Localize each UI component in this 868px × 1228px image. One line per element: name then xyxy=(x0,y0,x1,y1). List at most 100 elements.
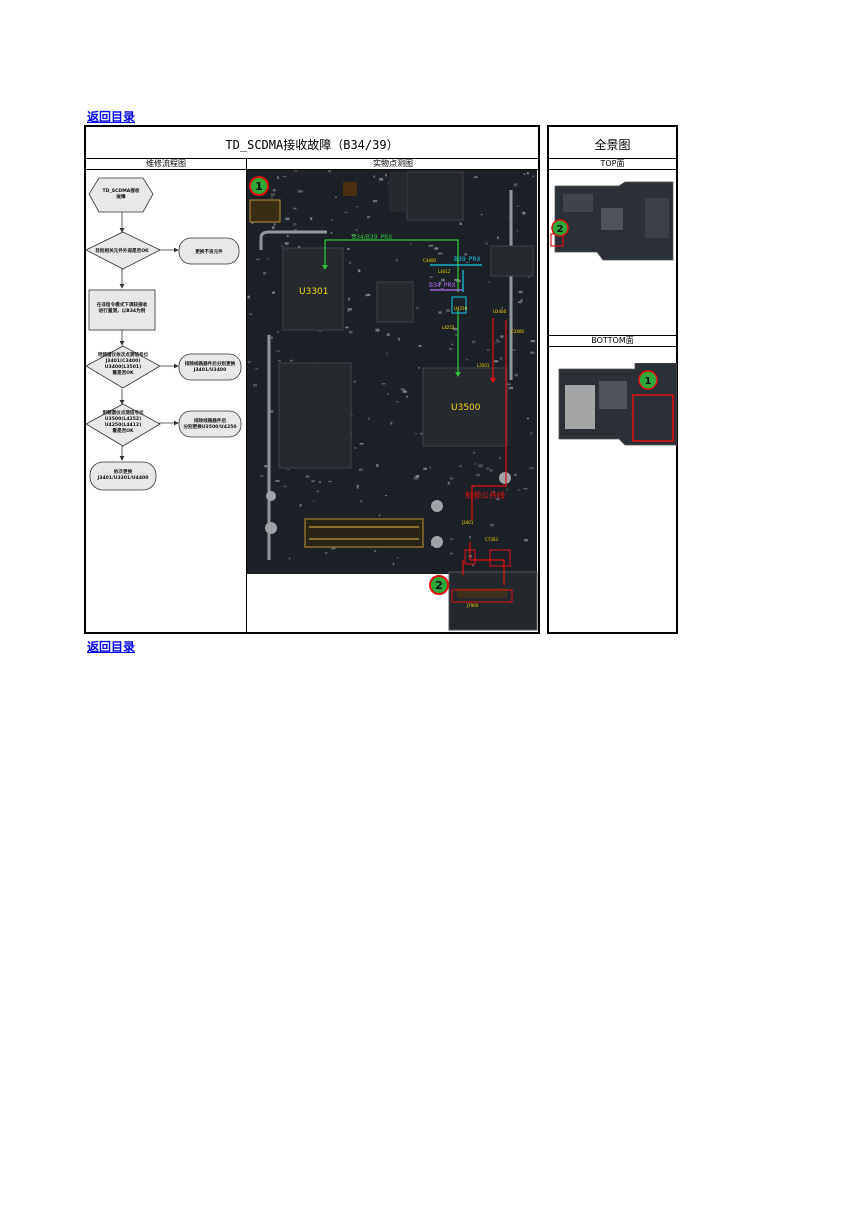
bottom-highlight xyxy=(632,394,674,442)
pcb-component-speck xyxy=(406,395,408,398)
flow-start-text: TD_SCDMA接收故障 xyxy=(102,187,139,200)
pcb-component-speck xyxy=(523,487,528,490)
pcb-component-speck xyxy=(275,480,280,482)
overview-marker-2 xyxy=(551,219,569,237)
chip-top xyxy=(406,171,464,221)
pcb-component-speck xyxy=(396,400,399,403)
back-to-index-link-bottom[interactable]: 返回目录 xyxy=(87,640,136,654)
pcb-component-speck xyxy=(532,175,535,178)
marker-2-text: 2 xyxy=(435,579,443,592)
pcb-component-speck xyxy=(485,467,490,470)
pcb-component-speck xyxy=(277,331,280,333)
pcb-component-speck xyxy=(402,390,407,393)
pcb-component-speck xyxy=(292,223,297,226)
pcb-component-speck xyxy=(249,313,253,316)
pcb-component-speck xyxy=(353,380,356,383)
flow-text-line: 看是否OK xyxy=(112,427,134,434)
flow-text-line: 更换不良元件 xyxy=(195,248,223,255)
pcb-component-speck xyxy=(448,348,453,350)
pcb-component-speck xyxy=(496,339,499,342)
path-ant xyxy=(462,318,507,585)
pcb-component-speck xyxy=(373,175,376,178)
pcb-component-speck xyxy=(278,360,281,362)
overview-marker-1 xyxy=(638,370,658,390)
pcb-component-speck xyxy=(514,373,518,377)
overview-marker-2-text: 2 xyxy=(557,224,564,235)
pcb-component-speck xyxy=(256,258,261,260)
pcb-component-speck xyxy=(499,357,503,360)
pcb-component-speck xyxy=(485,242,488,245)
pcb-component-speck xyxy=(356,486,359,489)
pcb-component-speck xyxy=(270,197,273,199)
pcb-component-speck xyxy=(447,481,450,485)
flow-text-line: 目检相关元件外观是否OK xyxy=(95,247,149,254)
pcb-component-speck xyxy=(511,349,516,351)
pcb-component-speck xyxy=(486,349,490,351)
pcb-component-speck xyxy=(471,340,476,344)
pcb-component-speck xyxy=(272,189,276,192)
pcb-component-speck xyxy=(494,342,498,344)
pcb-component-speck xyxy=(400,388,405,391)
pcb-component-speck xyxy=(518,301,522,304)
pcb-component-speck xyxy=(530,351,535,354)
pcb-component-speck xyxy=(390,421,393,425)
pcb-component-speck xyxy=(489,468,493,472)
pcb-component-speck xyxy=(523,173,526,176)
pcb-component-speck xyxy=(374,550,377,553)
overview-title: 全景图 xyxy=(594,138,631,152)
pcb-component-speck xyxy=(294,170,298,172)
repair-flowchart: TD_SCDMA接收故障 目检相关元件外观是否OK 更换不良元件 在非信令模式下… xyxy=(86,177,242,491)
pcb-component-speck xyxy=(280,245,284,247)
bottom-side-label: BOTTOM面 xyxy=(591,336,634,345)
highlight-u4250 xyxy=(451,296,467,314)
pcb-component-speck xyxy=(418,344,422,347)
flow-text-line: 排除线路器件后 xyxy=(194,417,227,424)
pcb-component-speck xyxy=(360,500,363,503)
highlight-j7900 xyxy=(451,589,513,603)
pcb-component-speck xyxy=(379,177,384,181)
pcb-component-speck xyxy=(294,229,297,231)
pcb-component-speck xyxy=(287,469,290,471)
flow-action-3-text: 排除线路器件后分别更换U3500/U4250 xyxy=(183,417,236,430)
pcb-component-speck xyxy=(473,176,478,179)
flow-text-line: 在非信令模式下调较接收 xyxy=(97,301,148,308)
pcb-component-speck xyxy=(347,297,350,301)
pcb-component-speck xyxy=(367,417,370,420)
label-c7303: C7303 xyxy=(485,537,498,542)
pcb-component-speck xyxy=(409,243,412,246)
flow-column-header: 维修流程图 xyxy=(146,159,186,168)
pcb-component-speck xyxy=(372,200,378,203)
flow-text-line: 排除线路器件后分别更换 xyxy=(185,360,236,367)
pcb-component-speck xyxy=(366,293,371,296)
pcb-component-speck xyxy=(273,223,276,226)
board-measurement-photo: U3301 U3500 B34/B39_PRX B39_PRX B34_PRX … xyxy=(247,170,538,631)
path-b34-b39-prx xyxy=(324,239,459,374)
pcb-component-speck xyxy=(478,464,483,468)
flow-text-line: 故障 xyxy=(116,193,126,200)
pcb-component-speck xyxy=(490,523,495,527)
label-j3401: J3401 xyxy=(461,520,474,525)
pcb-component-speck xyxy=(276,350,281,352)
flow-decision-2 xyxy=(86,345,161,389)
pcb-component-speck xyxy=(506,383,511,386)
pcb-component-speck xyxy=(310,217,313,221)
pcb-component-speck xyxy=(348,261,352,265)
pcb-component-speck xyxy=(474,462,477,466)
chip-top-small xyxy=(389,172,407,212)
inset-photo xyxy=(448,571,538,631)
inset-component xyxy=(457,588,507,598)
pcb-component-speck xyxy=(527,172,529,175)
pcb-component-speck xyxy=(508,386,514,390)
flow-text-line: U3500(L4252) xyxy=(105,416,141,422)
pcb-component-speck xyxy=(355,206,359,208)
back-to-index-link-top[interactable]: 返回目录 xyxy=(87,110,136,124)
pcb-component-speck xyxy=(299,190,304,192)
chip-u3301 xyxy=(282,247,344,331)
divider xyxy=(85,169,539,170)
pcb-component-speck xyxy=(330,232,333,234)
flow-text-line: 依次更换 xyxy=(114,468,133,475)
pcb-component-speck xyxy=(501,307,504,309)
pcb-component-speck xyxy=(282,485,287,488)
divider xyxy=(548,335,677,336)
pcb-component-speck xyxy=(387,393,390,395)
